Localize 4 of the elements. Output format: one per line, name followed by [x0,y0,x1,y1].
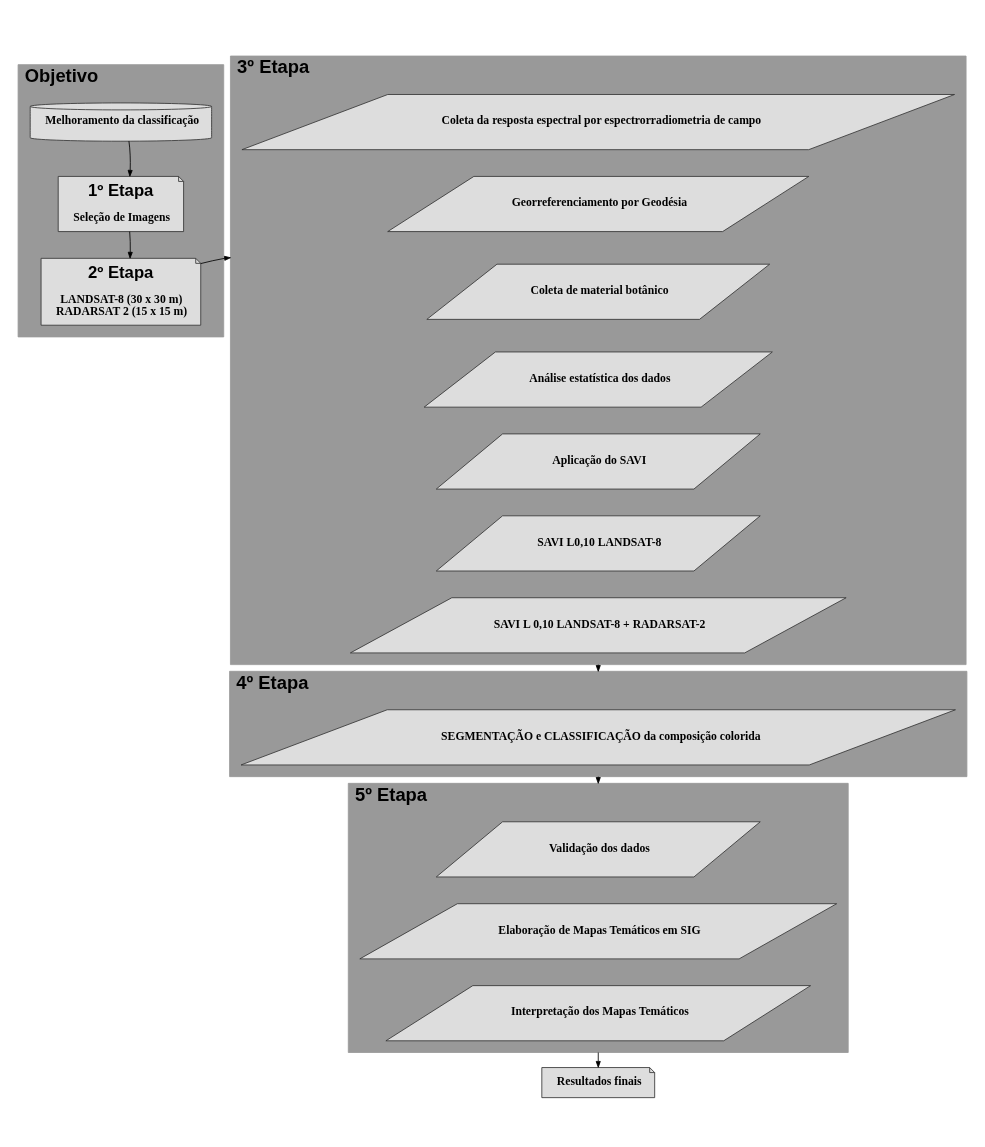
arrow [127,140,133,177]
arrow [200,255,231,264]
arrow [595,1052,601,1068]
arrow [127,231,133,259]
